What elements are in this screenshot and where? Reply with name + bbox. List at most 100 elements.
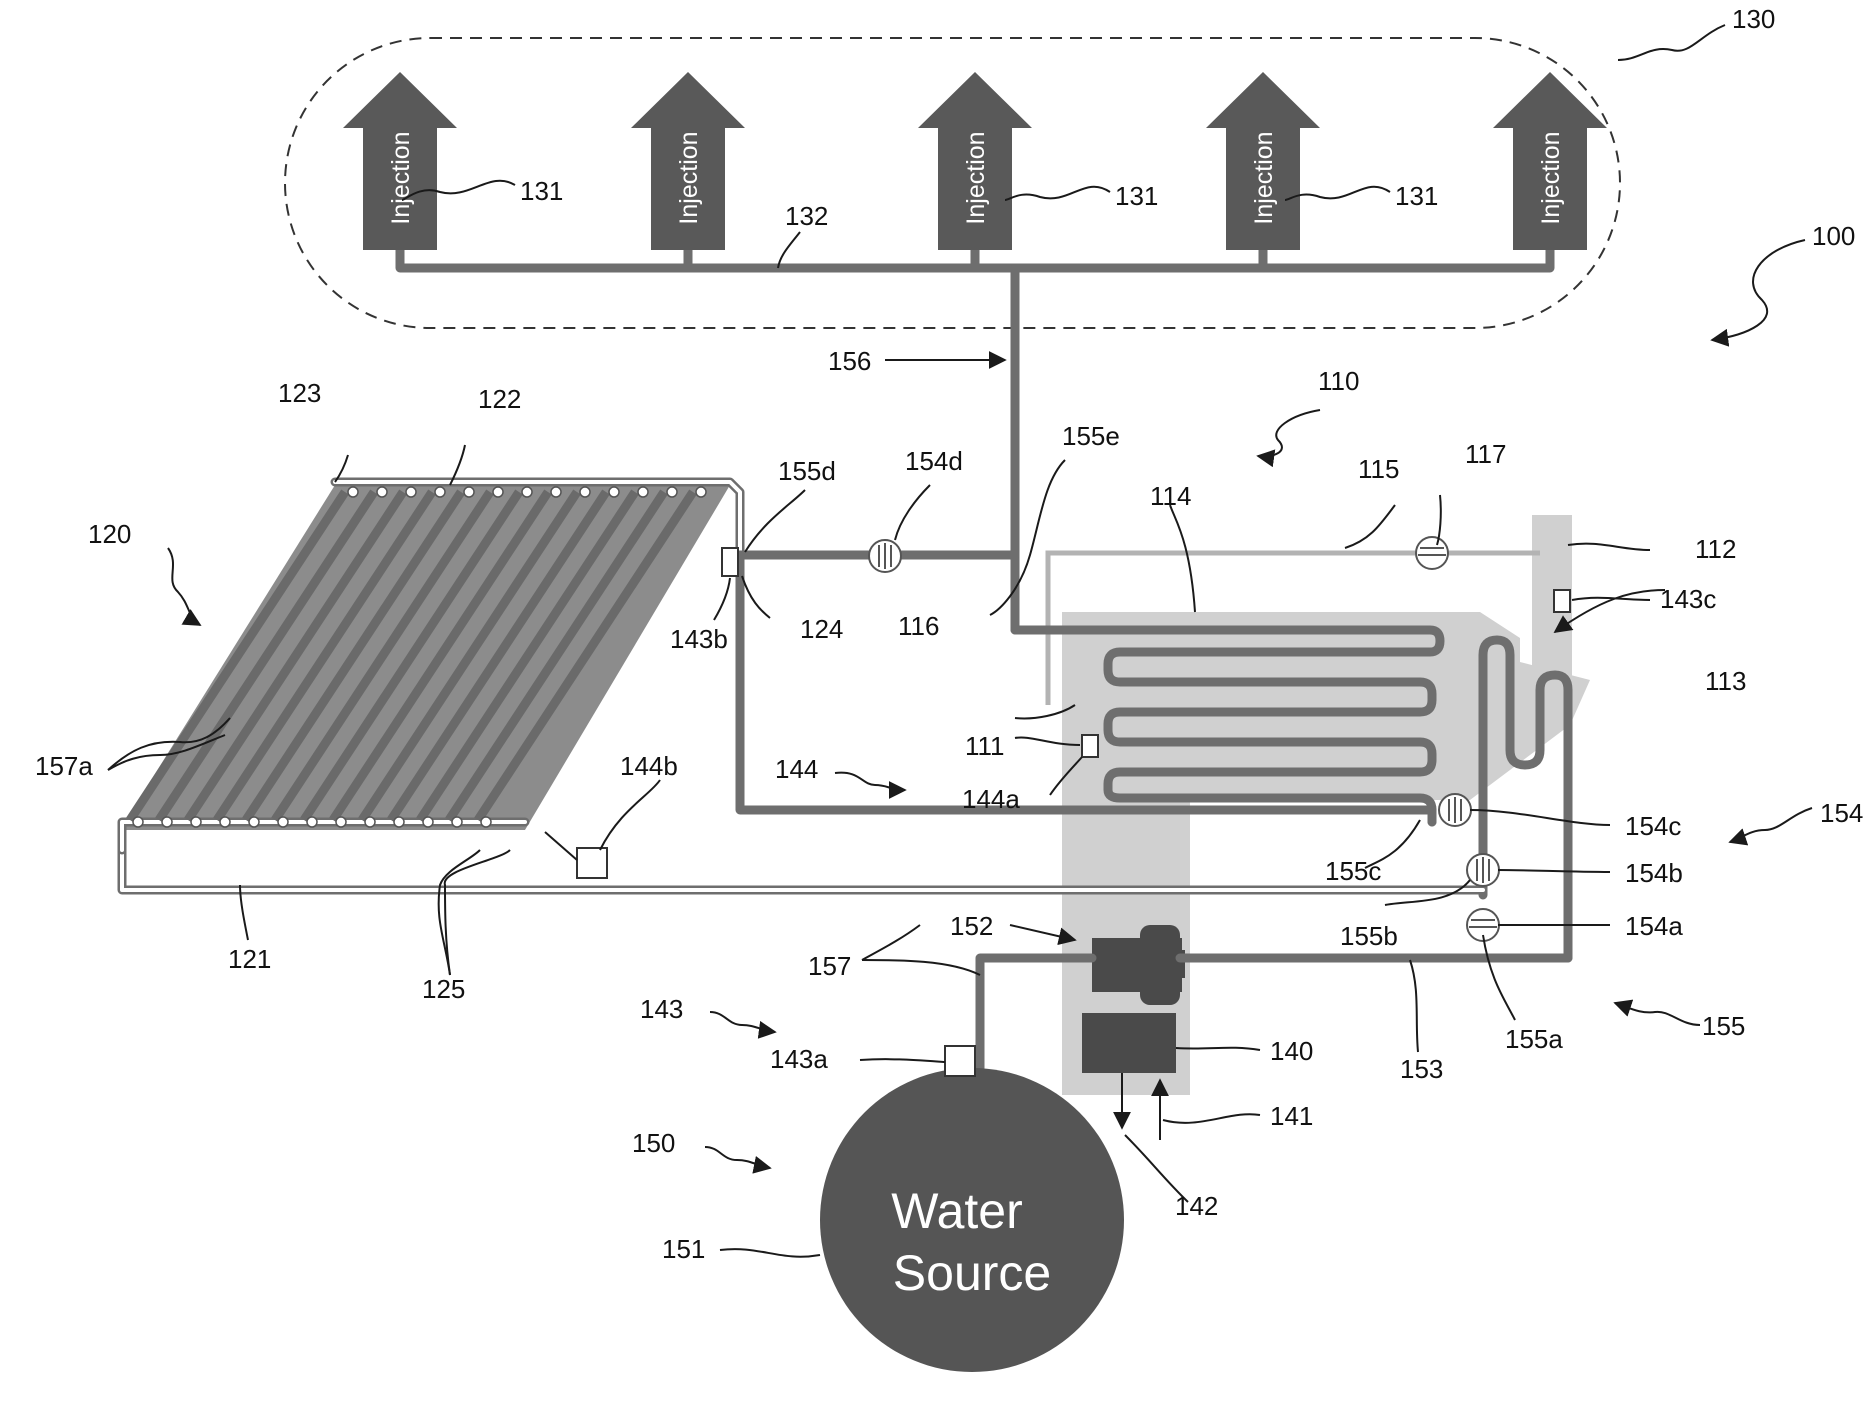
injection-arrow-3: Injection: [918, 72, 1032, 250]
label-154a: 154a: [1625, 911, 1683, 941]
collector-header-hole: [406, 487, 416, 497]
injection-arrow-label: Injection: [675, 131, 703, 224]
label-116: 116: [898, 611, 939, 641]
collector-footer-hole: [133, 817, 143, 827]
label-154c: 154c: [1625, 811, 1681, 841]
label-122: 122: [478, 384, 521, 414]
injection-arrow-1: Injection: [343, 72, 457, 250]
label-154b: 154b: [1625, 858, 1683, 888]
collector-header-hole: [464, 487, 474, 497]
collector-header-hole: [522, 487, 532, 497]
label-114: 114: [1150, 481, 1191, 511]
label-155b: 155b: [1340, 921, 1398, 951]
label-143b: 143b: [670, 624, 728, 654]
label-155: 155: [1702, 1011, 1745, 1041]
label-131-b: 131: [1115, 181, 1158, 211]
collector-footer-hole: [220, 817, 230, 827]
label-144a: 144a: [962, 784, 1020, 814]
label-132: 132: [785, 201, 828, 231]
label-156: 156: [828, 346, 871, 376]
collector-header-hole: [435, 487, 445, 497]
label-155e: 155e: [1062, 421, 1120, 451]
label-123: 123: [278, 378, 321, 408]
label-154d: 154d: [905, 446, 963, 476]
injection-arrows: Injection Injection Injection Injection Inje…: [343, 72, 1607, 250]
label-144: 144: [775, 754, 818, 784]
valve-154d: [869, 540, 901, 572]
label-151: 151: [662, 1234, 705, 1264]
sensor-143b: [722, 548, 738, 576]
label-131-a: 131: [520, 176, 563, 206]
label-120: 120: [88, 519, 131, 549]
label-140: 140: [1270, 1036, 1313, 1066]
collector-header-hole: [667, 487, 677, 497]
heat-pump-housing-110: [1062, 515, 1590, 1095]
valve-117: [1416, 537, 1448, 569]
label-155a: 155a: [1505, 1024, 1563, 1054]
water-source-line2: Source: [893, 1245, 1051, 1301]
sensor-144b-link: [545, 832, 577, 860]
collector-header-hole: [638, 487, 648, 497]
label-112: 112: [1695, 534, 1736, 564]
water-source-line1: Water: [891, 1183, 1023, 1239]
sensor-144b: [577, 848, 607, 878]
control-unit-140: [1082, 1013, 1176, 1073]
label-157: 157: [808, 951, 851, 981]
collector-footer-hole: [278, 817, 288, 827]
label-142: 142: [1175, 1191, 1218, 1221]
label-113: 113: [1705, 666, 1746, 696]
valve-154b: [1467, 854, 1499, 886]
label-155c: 155c: [1325, 856, 1381, 886]
collector-footer-hole: [481, 817, 491, 827]
collector-footer-hole: [423, 817, 433, 827]
collector-header-hole: [377, 487, 387, 497]
sensor-144a: [1082, 735, 1098, 757]
label-115: 115: [1358, 454, 1399, 484]
label-143: 143: [640, 994, 683, 1024]
label-154: 154: [1820, 798, 1863, 828]
collector-footer-hole: [162, 817, 172, 827]
collector-footer-hole: [249, 817, 259, 827]
label-124: 124: [800, 614, 843, 644]
injection-arrow-4: Injection: [1206, 72, 1320, 250]
collector-footer-hole: [307, 817, 317, 827]
collector-header-hole: [609, 487, 619, 497]
injection-arrow-label: Injection: [1250, 131, 1278, 224]
label-153: 153: [1400, 1054, 1443, 1084]
label-141: 141: [1270, 1101, 1313, 1131]
label-155d: 155d: [778, 456, 836, 486]
collector-header-hole: [551, 487, 561, 497]
label-125: 125: [422, 974, 465, 1004]
collector-header-hole: [580, 487, 590, 497]
label-143a: 143a: [770, 1044, 828, 1074]
label-152: 152: [950, 911, 993, 941]
collector-header-hole: [493, 487, 503, 497]
label-130: 130: [1732, 4, 1775, 34]
collector-footer-hole: [394, 817, 404, 827]
injection-arrow-5: Injection: [1493, 72, 1607, 250]
label-150: 150: [632, 1128, 675, 1158]
sensor-143a: [945, 1046, 975, 1076]
label-117: 117: [1465, 439, 1506, 469]
collector-footer-hole: [191, 817, 201, 827]
label-111: 111: [965, 731, 1005, 761]
injection-arrow-label: Injection: [387, 131, 415, 224]
label-121: 121: [228, 944, 271, 974]
label-100: 100: [1812, 221, 1855, 251]
injection-arrow-2: Injection: [631, 72, 745, 250]
injection-arrow-label: Injection: [962, 131, 990, 224]
injection-arrow-label: Injection: [1537, 131, 1565, 224]
collector-footer-hole: [336, 817, 346, 827]
label-131-c: 131: [1395, 181, 1438, 211]
valve-154c: [1439, 794, 1471, 826]
label-143c: 143c: [1660, 584, 1716, 614]
label-157a: 157a: [35, 751, 93, 781]
collector-header-hole: [696, 487, 706, 497]
label-144b: 144b: [620, 751, 678, 781]
collector-header-hole: [348, 487, 358, 497]
label-110: 110: [1318, 366, 1359, 396]
collector-footer-hole: [452, 817, 462, 827]
sensor-143c: [1554, 590, 1570, 612]
collector-footer-hole: [365, 817, 375, 827]
